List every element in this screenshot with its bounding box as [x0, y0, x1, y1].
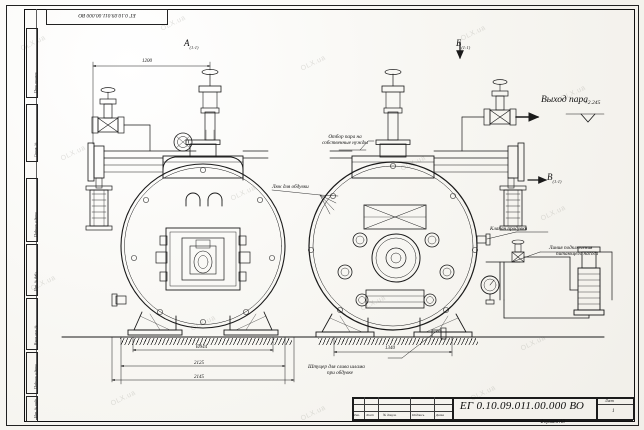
- drawing-designation: ЕГ 0.10.09.011.00.000 ВО: [459, 400, 585, 412]
- left-shell-bolts: [131, 167, 275, 325]
- right-manhole: [371, 233, 421, 283]
- label-feed-pump-l1: Линия подключения: [549, 245, 593, 251]
- side-field-box-4: [26, 244, 38, 296]
- tb-v3: [410, 397, 411, 419]
- tb-v5: [452, 397, 454, 420]
- view-marker-b: Б(1:1): [456, 38, 471, 50]
- dim-value-top-left: 1200: [142, 59, 152, 64]
- tb-col-podpis: Подпись: [412, 413, 425, 417]
- top-designation-stamp: ЕГ 0.10.09.011.00.000 ВО: [46, 9, 168, 25]
- label-feed-pump-l2: питающего насоса: [556, 251, 599, 257]
- dim-value-diameter: Ø944: [196, 345, 208, 350]
- tb-col-izm: Изм.: [353, 413, 360, 417]
- right-safety-valve: [381, 69, 405, 141]
- tb-top-rule: [352, 397, 633, 399]
- label-blowdown-hatch: Люк для обдувки: [272, 184, 309, 190]
- right-face-ports: [337, 232, 455, 307]
- drawing-geometry: [61, 41, 613, 385]
- leader-blowdown-hatch: [271, 189, 339, 215]
- label-steam-extraction-l2: собственные нужды: [322, 140, 368, 146]
- right-bottom-plate: [365, 289, 425, 309]
- right-tube-bundle-window: [363, 204, 427, 230]
- left-saddles: [127, 311, 279, 336]
- right-flange-stack: [499, 142, 527, 231]
- tb-v1: [364, 397, 365, 419]
- left-door-hinges: [155, 235, 251, 282]
- side-field-box-1: [26, 28, 38, 98]
- tb-sheet-number: 1: [612, 409, 615, 414]
- left-flange-stack: [85, 142, 113, 231]
- sheet-outer-border: [6, 5, 639, 426]
- elevation-marker: [565, 113, 605, 123]
- side-field-box-5: [26, 298, 38, 350]
- tb-sheet-label: Лист: [605, 399, 614, 403]
- label-sludge-nozzle-l1: Штуцер для слива шлама: [308, 364, 365, 370]
- left-boiler-shell: [120, 163, 286, 329]
- label-steam-outlet: Выход пара: [541, 95, 589, 105]
- sheet-inner-border: [24, 9, 635, 422]
- dim-value-length-outer: 2145: [194, 375, 204, 380]
- tb-v4: [434, 397, 435, 419]
- tb-v2: [378, 397, 379, 419]
- view-marker-a: А(1:1): [184, 38, 199, 50]
- label-elevation: +2.245: [584, 100, 601, 106]
- dim-value-base-right: 1340: [385, 346, 395, 351]
- side-field-box-2: [26, 104, 38, 162]
- tb-v7: [633, 397, 635, 420]
- left-gate-valve: [91, 87, 151, 152]
- right-top-header-pipes: [329, 150, 509, 173]
- left-safety-valve: [198, 69, 222, 141]
- label-blowdown-valve: Клапан продувки: [490, 226, 528, 232]
- view-marker-v-scale: (1:1): [552, 178, 562, 184]
- right-boiler-shell: [308, 161, 478, 331]
- steam-outlet-valve: [461, 79, 517, 152]
- margin-rule-a: [36, 9, 37, 420]
- ground-hatch-left: [120, 338, 292, 345]
- dim-value-length-inner: 2125: [194, 361, 204, 366]
- dim-top-left: [92, 61, 211, 145]
- ground-hatch-right: [318, 338, 478, 345]
- side-field-box-3: [26, 178, 38, 242]
- leader-steam-extraction: [359, 140, 375, 151]
- left-lifting-lugs: [185, 192, 223, 207]
- tb-row-rule-1: [352, 404, 452, 405]
- leader-feed-pump: [511, 251, 541, 263]
- left-bottom-nozzle: [111, 293, 127, 307]
- tb-col-data: Дата: [436, 413, 445, 417]
- side-field-box-6: [26, 352, 38, 394]
- side-field-box-7: [26, 396, 38, 422]
- blowdown-valve-nozzle: [476, 233, 491, 246]
- tb-col-list: Лист: [366, 413, 374, 417]
- feed-pump-assembly: [480, 239, 613, 319]
- pump-body: [577, 267, 601, 311]
- tb-bottom-rule: [352, 419, 633, 421]
- view-marker-v: В(1:1): [547, 172, 562, 184]
- label-steam-extraction-l1: Отбор пара на: [328, 134, 362, 140]
- label-sludge-nozzle-l2: при обдувке: [327, 370, 353, 376]
- tb-sheet-rule: [596, 404, 633, 405]
- leader-blowdown-valve: [486, 231, 517, 240]
- format-label: Формат А3: [540, 420, 565, 425]
- right-saddles: [315, 313, 473, 338]
- left-front-door: [165, 227, 241, 291]
- tb-col-docum: № докум.: [383, 413, 397, 417]
- tb-v6: [596, 397, 598, 420]
- view-marker-a-scale: (1:1): [189, 44, 199, 50]
- view-marker-b-scale: (1:1): [461, 44, 471, 50]
- tb-row-rule-2: [352, 411, 452, 412]
- left-aux-dome: [173, 132, 193, 152]
- tb-v0: [352, 397, 354, 420]
